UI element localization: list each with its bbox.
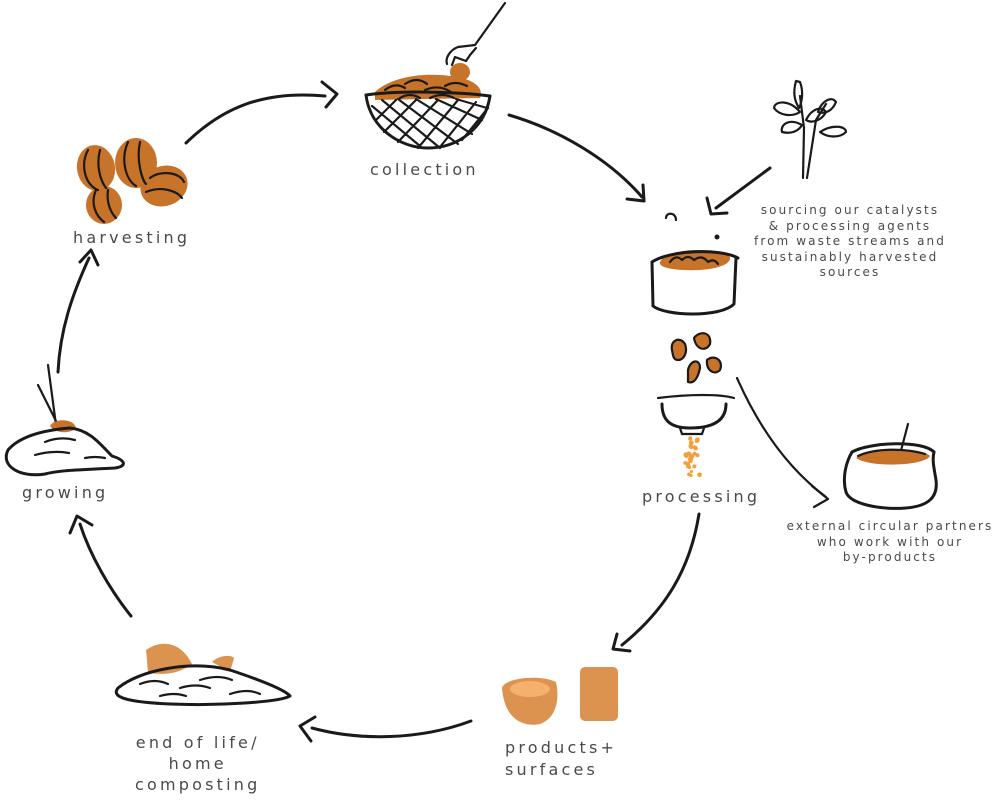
arrow-end-of-life-to-growing: [68, 514, 133, 618]
label-line: home: [168, 754, 227, 773]
stage-label-collection: collection: [370, 160, 479, 179]
bowl-and-tile-icon: [502, 667, 618, 725]
stage-label-end-of-life: end of life/ home composting: [135, 732, 260, 795]
partners-note: external circular partners who work with…: [780, 519, 1000, 566]
particle: [684, 461, 688, 465]
label-line: end of life/: [135, 733, 260, 752]
basket-of-nuts-icon: [364, 1, 507, 150]
catalysts-note: sourcing our catalysts & processing agen…: [750, 203, 950, 281]
nuts-icon: [76, 138, 188, 224]
note-line: & processing agents: [768, 218, 932, 233]
arrow-growing-to-harvesting: [56, 248, 100, 374]
particle: [688, 458, 693, 464]
particle: [689, 453, 693, 457]
arrow-collection-to-processing: [507, 113, 646, 203]
note-line: sustainably harvested: [761, 249, 939, 264]
particle: [684, 453, 689, 459]
label-line: surfaces: [505, 760, 599, 779]
plant-sprig-icon: [772, 79, 848, 180]
pot-and-grinder-icon: [650, 212, 740, 478]
stage-label-growing: growing: [22, 483, 109, 502]
cauldron-icon: [842, 422, 938, 510]
particle: [685, 463, 691, 469]
stage-label-harvesting: harvesting: [73, 228, 191, 247]
particle: [692, 464, 697, 469]
note-line: from waste streams and: [754, 234, 946, 248]
compost-pile-icon: [114, 643, 292, 707]
arrow-processing-to-partners: [735, 376, 830, 509]
stage-label-products: products+ surfaces: [505, 737, 617, 781]
ground-particles: [683, 436, 702, 478]
sprouting-seed-icon: [4, 363, 125, 477]
particle: [687, 472, 691, 477]
note-line: external circular partners: [786, 519, 994, 533]
label-line: products+: [505, 738, 618, 757]
particle: [688, 436, 693, 441]
stage-label-processing: processing: [642, 487, 761, 506]
arrow-processing-to-products: [611, 512, 701, 653]
particle: [697, 472, 702, 478]
note-line: sourcing our catalysts: [760, 203, 940, 217]
note-line: who work with our: [816, 534, 964, 549]
particle: [689, 470, 694, 474]
note-line: sources: [819, 265, 881, 279]
particle: [693, 446, 698, 451]
particle: [695, 453, 700, 458]
particle: [688, 444, 693, 449]
particle: [695, 439, 699, 443]
arrow-products-to-end-of-life: [298, 715, 473, 743]
label-line: composting: [135, 775, 261, 794]
arrow-catalysts-to-processing: [705, 166, 772, 216]
arrow-harvesting-to-collection: [184, 80, 339, 145]
note-line: by-products: [842, 550, 938, 564]
